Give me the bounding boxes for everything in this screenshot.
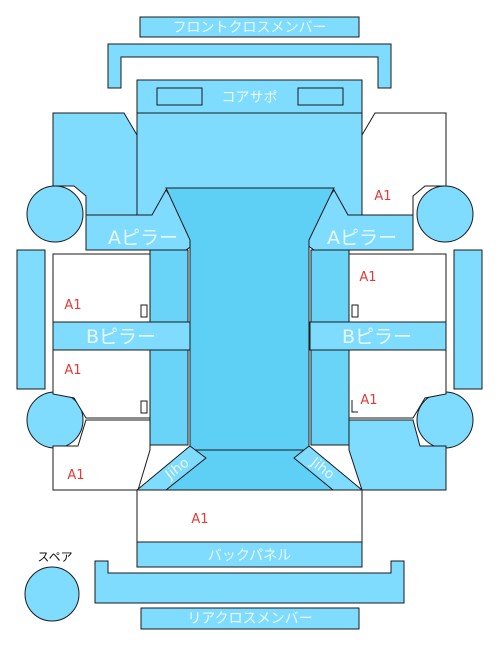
left-side-sill: [16, 249, 46, 390]
rear-right-quarter: [348, 419, 447, 491]
grade-rear-left-door: A1: [64, 363, 81, 378]
trunk: [136, 489, 363, 543]
b-pillar-left: Bピラー: [52, 321, 191, 351]
grade-rear-right-door: A1: [360, 393, 377, 408]
rear-cross-member-label: リアクロスメンバー: [187, 611, 312, 627]
front-left-wheel: [26, 185, 84, 243]
grade-front-right-door: A1: [359, 270, 376, 285]
grade-front-left-door: A1: [64, 298, 81, 313]
front-left-latch: [140, 304, 148, 318]
back-panel: バックパネル: [136, 541, 363, 568]
front-cross-member: フロントクロスメンバー: [139, 16, 360, 38]
rear-right-wheel: [416, 391, 474, 449]
spare-label: スペア: [37, 550, 72, 564]
rear-left-latch: [140, 400, 148, 414]
grade-front-right-fender: A1: [374, 189, 391, 204]
front-cross-member-label: フロントクロスメンバー: [173, 20, 327, 36]
rear-bumper-bracket: [94, 560, 405, 604]
grade-rear-left-quarter: A1: [67, 468, 84, 483]
rear-left-wheel: [26, 391, 84, 449]
right-side-sill: [453, 249, 483, 390]
rear-left-quarter: [52, 419, 151, 491]
back-panel-label: バックパネル: [208, 548, 291, 564]
front-bumper-bracket: [107, 43, 392, 89]
b-pillar-left-label: Bピラー: [86, 326, 156, 348]
rear-right-latch: [351, 400, 358, 413]
b-pillar-right: Bピラー: [309, 321, 447, 351]
front-right-latch: [351, 304, 359, 318]
grade-trunk: A1: [191, 512, 208, 527]
a-pillar-left-label: Aピラー: [108, 227, 178, 249]
front-right-door: [348, 253, 447, 323]
b-pillar-right-label: Bピラー: [342, 326, 412, 348]
core-support: コアサポ: [136, 79, 363, 114]
spare-tire: スペア: [24, 550, 80, 622]
core-support-left-slot: [156, 87, 203, 106]
front-left-door: [52, 253, 151, 323]
core-support-label: コアサポ: [222, 90, 278, 106]
rear-cross-member: リアクロスメンバー: [140, 607, 360, 630]
floor-panel: [165, 187, 335, 451]
core-support-right-slot: [297, 87, 344, 106]
spare-wheel: [24, 566, 80, 622]
front-right-wheel: [416, 185, 474, 243]
a-pillar-right-label: Aピラー: [327, 227, 397, 249]
